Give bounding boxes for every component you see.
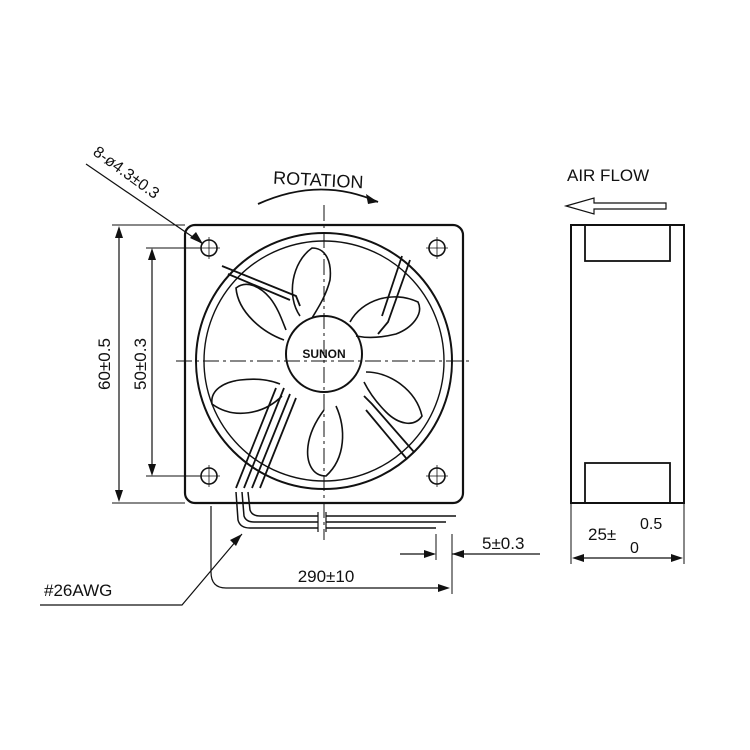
fan-side-view: 25± 0.5 0 [570,224,685,564]
fan-front-view: SUNON [176,205,470,540]
thickness-upper-label: 0.5 [640,516,662,533]
mounting-holes [198,237,448,487]
side-frame [570,224,685,504]
center-lines [176,205,470,540]
height-holes-label: 50±0.3 [131,338,150,390]
hole-callout: 8-ø4.3±0.3 [85,143,204,245]
dimension-lead-length: 290±10 [210,506,453,594]
rotation-indicator: ROTATION [257,168,379,205]
wire-gauge-callout: #26AWG [40,533,243,606]
hole-spec-label: 8-ø4.3±0.3 [90,143,163,202]
lead-strip-label: 5±0.3 [482,534,524,553]
lead-wires [235,491,456,529]
side-top-flange [584,224,671,262]
rotation-arrow [257,188,379,205]
fan-blades [211,247,423,477]
fan-struts [221,255,415,489]
rotation-label: ROTATION [273,168,364,193]
thickness-label: 25± [588,525,616,544]
airflow-label: AIR FLOW [567,166,649,185]
side-bottom-flange [584,462,671,504]
wire-break-marks [317,512,327,532]
wire-gauge-label: #26AWG [44,581,112,600]
dimension-height-outer: 60±0.5 [95,224,185,504]
height-outer-label: 60±0.5 [95,338,114,390]
dimension-height-holes: 50±0.3 [131,247,200,477]
thickness-lower-label: 0 [630,540,639,557]
rotation-arrowhead [366,194,378,204]
mounting-hole-bottom-left [198,465,220,487]
airflow-indicator: AIR FLOW [563,166,667,215]
mounting-hole-bottom-right [426,465,448,487]
mounting-hole-top-right [426,237,448,259]
lead-length-label: 290±10 [298,567,355,586]
mounting-hole-top-left [198,237,220,259]
airflow-arrow [563,197,667,215]
dimension-lead-strip: 5±0.3 [400,534,540,560]
